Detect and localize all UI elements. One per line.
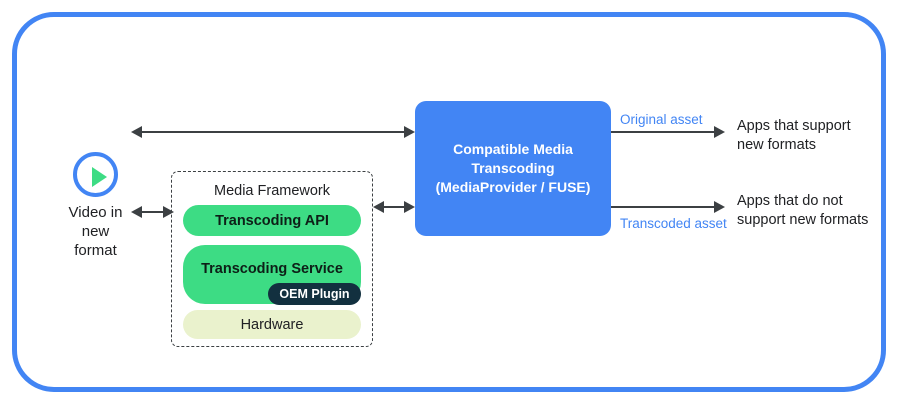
hardware-label: Hardware bbox=[240, 316, 304, 333]
compatible-media-transcoding-box[interactable]: Compatible Media Transcoding (MediaProvi… bbox=[415, 101, 611, 236]
arrow-video-framework-left-head bbox=[131, 206, 142, 218]
cmt-line1: Compatible Media bbox=[453, 141, 573, 157]
video-source-label-line1: Video in bbox=[68, 204, 123, 221]
outer-frame-border bbox=[12, 12, 886, 392]
arrow-original-asset-line bbox=[611, 131, 717, 133]
arrow-framework-cmt-left-head bbox=[373, 201, 384, 213]
transcoding-service-label: Transcoding Service bbox=[201, 261, 343, 277]
arrow-transcoded-asset-head bbox=[714, 201, 725, 213]
arrow-transcoded-asset-line bbox=[611, 206, 717, 208]
arrow-framework-cmt-right-head bbox=[404, 201, 415, 213]
apps-no-support-line1: Apps that do not bbox=[737, 193, 843, 209]
arrow-video-framework-right-head bbox=[163, 206, 174, 218]
arrow-video-framework-line bbox=[139, 211, 167, 213]
apps-no-support-new-formats-label: Apps that do not support new formats bbox=[737, 192, 868, 230]
play-circle-icon bbox=[73, 152, 118, 197]
cmt-box-text: Compatible Media Transcoding (MediaProvi… bbox=[436, 140, 591, 197]
video-source-label: Video in new format bbox=[38, 203, 153, 260]
apps-support-new-formats-label: Apps that support new formats bbox=[737, 117, 851, 155]
cmt-line3: (MediaProvider / FUSE) bbox=[435, 179, 591, 195]
cmt-line2: Transcoding bbox=[471, 160, 555, 176]
oem-plugin-label: OEM Plugin bbox=[279, 287, 350, 301]
arrow-video-cmt-left-head bbox=[131, 126, 142, 138]
video-source-label-line3: format bbox=[74, 242, 117, 259]
oem-plugin-pill[interactable]: OEM Plugin bbox=[268, 283, 361, 305]
apps-support-line1: Apps that support bbox=[737, 118, 851, 134]
media-framework-group bbox=[171, 171, 373, 347]
apps-support-line2: new formats bbox=[737, 137, 816, 153]
transcoded-asset-label: Transcoded asset bbox=[620, 216, 727, 231]
video-source-label-line2: new bbox=[81, 223, 110, 240]
apps-no-support-line2: support new formats bbox=[737, 212, 869, 228]
arrow-video-cmt-line bbox=[139, 131, 407, 133]
media-framework-title: Media Framework bbox=[213, 183, 331, 199]
transcoding-api-pill[interactable]: Transcoding API bbox=[183, 205, 361, 236]
arrow-framework-cmt-line bbox=[381, 206, 408, 208]
play-triangle-icon bbox=[92, 167, 107, 187]
hardware-pill[interactable]: Hardware bbox=[183, 310, 361, 339]
original-asset-label: Original asset bbox=[620, 112, 703, 127]
arrow-video-cmt-right-head bbox=[404, 126, 415, 138]
arrow-original-asset-head bbox=[714, 126, 725, 138]
transcoding-api-label: Transcoding API bbox=[215, 212, 329, 229]
